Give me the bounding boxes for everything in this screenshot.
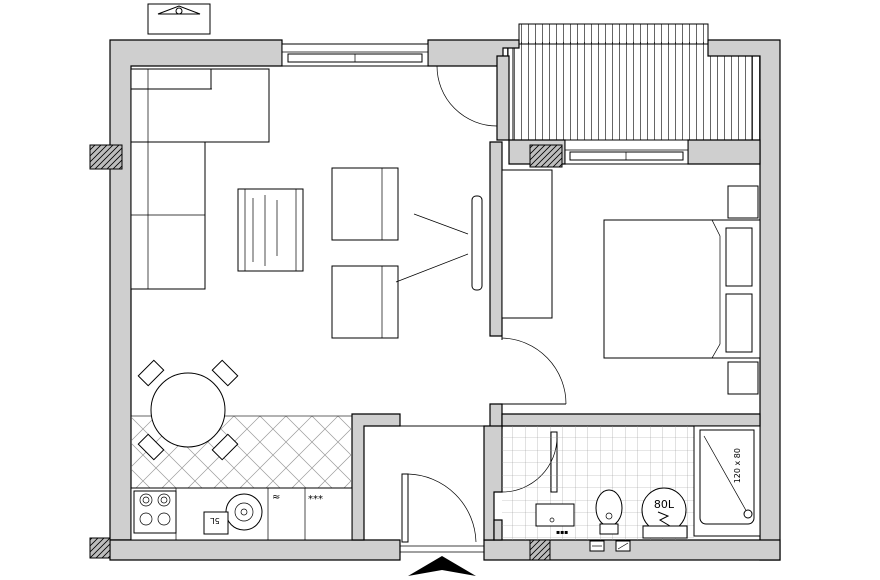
stove-symbol: ≈	[272, 492, 280, 503]
tv-unit	[395, 195, 483, 291]
washbasin: ▪▪▪	[535, 503, 575, 536]
vent-symbols	[589, 540, 631, 552]
water-heater-capacity: 5L	[210, 516, 220, 525]
boiler-capacity: 80L	[654, 498, 675, 511]
wardrobe	[501, 169, 553, 319]
window-bedroom	[564, 139, 689, 165]
kitchen-counter: 5L ≈ ***	[130, 487, 353, 541]
coffee-table	[237, 188, 304, 272]
door-balcony	[436, 65, 498, 140]
corner-sofa	[130, 68, 270, 290]
door-bedroom	[501, 336, 567, 405]
washbasin-symbol: ▪▪▪	[556, 529, 568, 536]
double-bed	[603, 185, 761, 395]
water-boiler: 80L	[641, 487, 687, 533]
washing-machine	[642, 525, 688, 539]
toilet	[595, 489, 623, 535]
compass-icon	[147, 3, 211, 35]
window-living	[281, 43, 429, 67]
dining-table	[137, 359, 239, 461]
door-entrance	[400, 473, 484, 553]
oven-symbol: ***	[308, 494, 323, 505]
bathtub-dimensions: 120 x 80	[733, 448, 742, 483]
bathtub: 120 x 80	[693, 425, 761, 537]
entrance-arrow-icon	[408, 556, 476, 576]
armchair-bottom	[331, 265, 399, 339]
walls	[89, 39, 781, 561]
armchair-top	[331, 167, 399, 241]
